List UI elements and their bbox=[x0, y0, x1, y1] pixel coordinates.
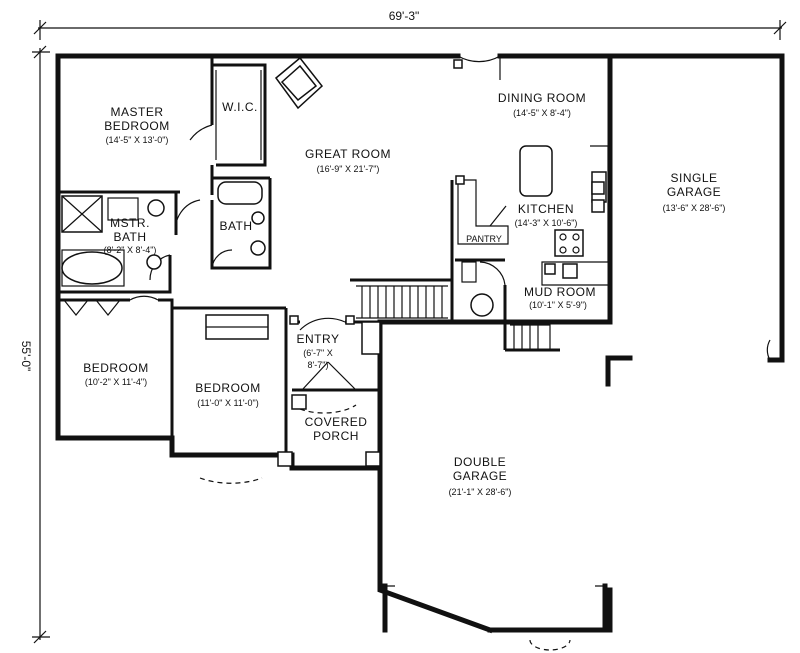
svg-text:BEDROOM: BEDROOM bbox=[195, 381, 261, 395]
svg-text:GREAT ROOM: GREAT ROOM bbox=[305, 147, 391, 161]
bathtub-icon bbox=[217, 181, 263, 205]
room-entry: ENTRY (6'-7" X 8'-7") bbox=[297, 332, 340, 370]
kitchen-island bbox=[519, 145, 553, 197]
overall-width-label: 69'-3" bbox=[389, 9, 420, 23]
room-bedroom-2: BEDROOM (11'-0" X 11'-0") bbox=[195, 381, 261, 408]
sink-icon bbox=[146, 254, 162, 270]
svg-text:(10'-2" X 11'-4"): (10'-2" X 11'-4") bbox=[85, 377, 147, 387]
room-bedroom-1: BEDROOM (10'-2" X 11'-4") bbox=[83, 361, 149, 387]
svg-text:(8'-2" X 8'-4"): (8'-2" X 8'-4") bbox=[104, 245, 157, 255]
washer-icon bbox=[470, 293, 494, 317]
svg-text:MSTR.: MSTR. bbox=[110, 216, 150, 230]
toilet-icon bbox=[250, 240, 266, 256]
fixtures bbox=[61, 56, 609, 467]
svg-text:(13'-6" X 28'-6"): (13'-6" X 28'-6") bbox=[663, 203, 726, 213]
room-single-garage: SINGLE GARAGE (13'-6" X 28'-6") bbox=[663, 171, 726, 213]
room-master-bath: MSTR. BATH (8'-2" X 8'-4") bbox=[104, 216, 157, 255]
svg-text:BATH: BATH bbox=[113, 230, 146, 244]
svg-text:SINGLE: SINGLE bbox=[670, 171, 717, 185]
svg-text:PANTRY: PANTRY bbox=[466, 234, 502, 244]
overall-depth-label: 55'-0" bbox=[19, 341, 33, 372]
room-wic: W.I.C. bbox=[222, 100, 258, 114]
svg-text:BEDROOM: BEDROOM bbox=[83, 361, 149, 375]
doors bbox=[129, 55, 771, 651]
room-pantry: PANTRY bbox=[466, 234, 502, 244]
stairs bbox=[356, 285, 551, 350]
svg-text:GARAGE: GARAGE bbox=[667, 185, 721, 199]
room-master-bedroom: MASTER BEDROOM (14'-5" X 13'-0") bbox=[104, 105, 170, 145]
svg-text:DINING ROOM: DINING ROOM bbox=[498, 91, 586, 105]
room-great-room: GREAT ROOM (16'-9" X 21'-7") bbox=[305, 147, 391, 174]
svg-text:W.I.C.: W.I.C. bbox=[222, 100, 258, 114]
svg-text:(11'-0" X 11'-0"): (11'-0" X 11'-0") bbox=[197, 398, 259, 408]
room-kitchen: KITCHEN (14'-3" X 10'-6") bbox=[515, 202, 578, 228]
depth-dimension: 55'-0" bbox=[10, 45, 50, 644]
svg-text:GARAGE: GARAGE bbox=[453, 469, 507, 483]
svg-text:BATH: BATH bbox=[219, 219, 252, 233]
svg-text:ENTRY: ENTRY bbox=[297, 332, 340, 346]
svg-text:8'-7"): 8'-7") bbox=[308, 360, 329, 370]
room-mud-room: MUD ROOM (10'-1" X 5'-9") bbox=[524, 285, 596, 310]
svg-text:(14'-5" X 13'-0"): (14'-5" X 13'-0") bbox=[106, 135, 169, 145]
svg-text:KITCHEN: KITCHEN bbox=[518, 202, 574, 216]
room-double-garage: DOUBLE GARAGE (21'-1" X 28'-6") bbox=[449, 455, 512, 497]
svg-text:COVERED: COVERED bbox=[305, 415, 368, 429]
svg-text:MUD ROOM: MUD ROOM bbox=[524, 285, 596, 299]
width-dimension: 69'-3" bbox=[33, 8, 787, 40]
svg-text:(14'-3" X 10'-6"): (14'-3" X 10'-6") bbox=[515, 218, 578, 228]
svg-text:MASTER: MASTER bbox=[110, 105, 163, 119]
svg-text:(14'-5" X 8'-4"): (14'-5" X 8'-4") bbox=[513, 108, 571, 118]
svg-text:DOUBLE: DOUBLE bbox=[454, 455, 506, 469]
svg-text:(10'-1" X 5'-9"): (10'-1" X 5'-9") bbox=[529, 300, 587, 310]
room-covered-porch: COVERED PORCH bbox=[305, 415, 368, 443]
svg-text:BEDROOM: BEDROOM bbox=[104, 119, 170, 133]
bathtub-icon bbox=[61, 251, 123, 285]
svg-text:PORCH: PORCH bbox=[313, 429, 359, 443]
interior-walls bbox=[58, 56, 610, 455]
svg-text:(21'-1" X 28'-6"): (21'-1" X 28'-6") bbox=[449, 487, 512, 497]
room-bath: BATH bbox=[219, 219, 252, 233]
svg-text:(16'-9" X 21'-7"): (16'-9" X 21'-7") bbox=[317, 164, 380, 174]
svg-text:(6'-7" X: (6'-7" X bbox=[303, 348, 332, 358]
room-dining-room: DINING ROOM (14'-5" X 8'-4") bbox=[498, 91, 586, 118]
